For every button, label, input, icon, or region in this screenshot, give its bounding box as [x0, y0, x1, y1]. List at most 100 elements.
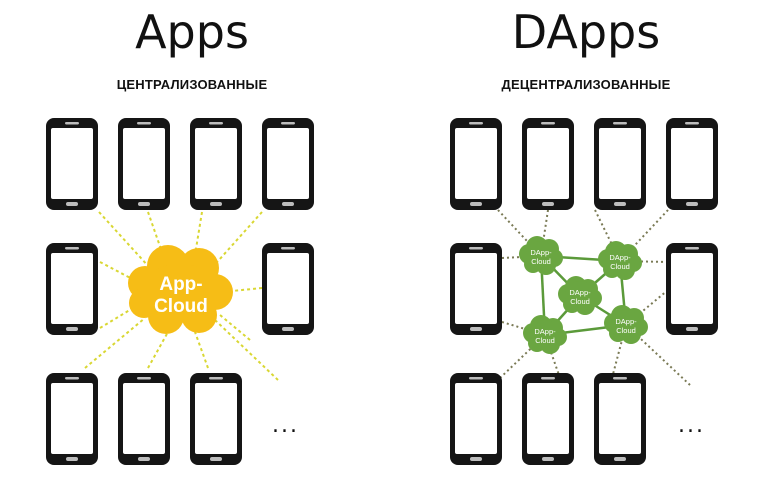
phone-home-button — [138, 202, 150, 206]
dapps-phone-r3-1 — [450, 373, 502, 465]
phone-home-button — [614, 202, 626, 206]
phone-grid — [46, 118, 718, 465]
phone-screen — [671, 128, 713, 199]
phone-speaker — [209, 377, 223, 380]
phone-home-button — [66, 457, 78, 461]
phone-home-button — [470, 202, 482, 206]
dapp-cloud-node-top-left: DApp-Cloud — [519, 236, 563, 275]
apps-phone-r3-3 — [190, 373, 242, 465]
phone-screen — [267, 253, 309, 324]
phone-speaker — [209, 122, 223, 125]
phone-screen — [455, 383, 497, 454]
ray-line — [209, 211, 263, 271]
phone-home-button — [138, 457, 150, 461]
phone-speaker — [685, 122, 699, 125]
apps-phone-r1-2 — [118, 118, 170, 210]
apps-phone-r3-1 — [46, 373, 98, 465]
phone-home-button — [470, 327, 482, 331]
app-cloud-shape — [128, 245, 233, 334]
phone-speaker — [469, 122, 483, 125]
apps-phone-r1-4 — [262, 118, 314, 210]
dapp-cloud-node-bottom-right: DApp-Cloud — [604, 305, 648, 344]
node-label-line2: Cloud — [531, 257, 551, 266]
apps-phone-r1-1 — [46, 118, 98, 210]
phone-screen — [267, 128, 309, 199]
phone-speaker — [65, 377, 79, 380]
node-label-line1: DApp- — [569, 288, 591, 297]
apps-phone-r2-4 — [262, 243, 314, 335]
node-label-line2: Cloud — [535, 336, 555, 345]
phone-home-button — [542, 457, 554, 461]
dapps-phone-r2-4 — [666, 243, 718, 335]
phone-screen — [123, 383, 165, 454]
phone-speaker — [137, 377, 151, 380]
phone-screen — [671, 253, 713, 324]
dapps-phone-r1-2 — [522, 118, 574, 210]
phone-home-button — [614, 457, 626, 461]
node-label-line1: DApp- — [609, 253, 631, 262]
ray-line — [84, 317, 146, 369]
phone-speaker — [541, 122, 555, 125]
node-label-line2: Cloud — [616, 326, 636, 335]
ray-line — [147, 331, 169, 369]
dotted-link-line — [619, 209, 669, 262]
app-cloud: App- Cloud — [128, 245, 233, 334]
phone-screen — [455, 128, 497, 199]
dapps-phone-r3-2 — [522, 373, 574, 465]
phone-speaker — [613, 122, 627, 125]
ray-line — [194, 331, 209, 369]
node-cloud-shape — [611, 310, 641, 340]
phone-home-button — [282, 327, 294, 331]
node-cloud-shape — [526, 241, 556, 271]
apps-more-ellipsis: ... — [272, 413, 299, 438]
apps-subtitle: ЦЕНТРАЛИЗОВАННЫЕ — [116, 77, 268, 92]
phone-speaker — [613, 377, 627, 380]
dapps-more-ellipsis: ... — [678, 413, 705, 438]
dapps-phone-r1-4 — [666, 118, 718, 210]
node-label-line1: DApp- — [615, 317, 637, 326]
dapps-phone-r1-1 — [450, 118, 502, 210]
node-cloud-shape — [565, 281, 595, 311]
ray-line — [221, 287, 263, 293]
apps-phone-r3-2 — [118, 373, 170, 465]
dapps-title: DApps — [511, 5, 661, 59]
dotted-link-line — [501, 255, 542, 259]
dapps-phone-r2-1 — [450, 243, 502, 335]
phone-screen — [455, 253, 497, 324]
phone-screen — [51, 383, 93, 454]
dapps-subtitle: ДЕЦЕНТРАЛИЗОВАННЫЕ — [501, 77, 671, 92]
phone-screen — [599, 128, 641, 199]
phone-home-button — [210, 457, 222, 461]
app-cloud-label-line1: App- — [159, 274, 202, 295]
apps-phone-r2-1 — [46, 243, 98, 335]
phone-home-button — [282, 202, 294, 206]
phone-screen — [527, 128, 569, 199]
phone-screen — [51, 128, 93, 199]
phone-speaker — [685, 247, 699, 250]
phone-speaker — [65, 122, 79, 125]
phone-screen — [527, 383, 569, 454]
phone-speaker — [469, 247, 483, 250]
app-cloud-label-line2: Cloud — [154, 296, 208, 317]
dotted-link-line — [497, 209, 542, 257]
apps-phone-r1-3 — [190, 118, 242, 210]
node-cloud-shape — [605, 246, 635, 276]
ray-line — [214, 319, 279, 381]
phone-screen — [123, 128, 165, 199]
node-label-line1: DApp- — [530, 248, 552, 257]
phone-speaker — [281, 122, 295, 125]
phone-home-button — [210, 202, 222, 206]
dapp-cloud-node-bottom-left: DApp-Cloud — [523, 315, 567, 354]
phone-speaker — [541, 377, 555, 380]
node-label-line2: Cloud — [570, 297, 590, 306]
phone-speaker — [137, 122, 151, 125]
ray-line — [219, 314, 251, 341]
dapp-cloud-node-center: DApp-Cloud — [558, 276, 602, 315]
node-cloud-shape — [530, 320, 560, 350]
apps-title: Apps — [135, 5, 249, 59]
phone-speaker — [65, 247, 79, 250]
dapp-cloud-node-top-right: DApp-Cloud — [598, 241, 642, 280]
phone-home-button — [686, 202, 698, 206]
